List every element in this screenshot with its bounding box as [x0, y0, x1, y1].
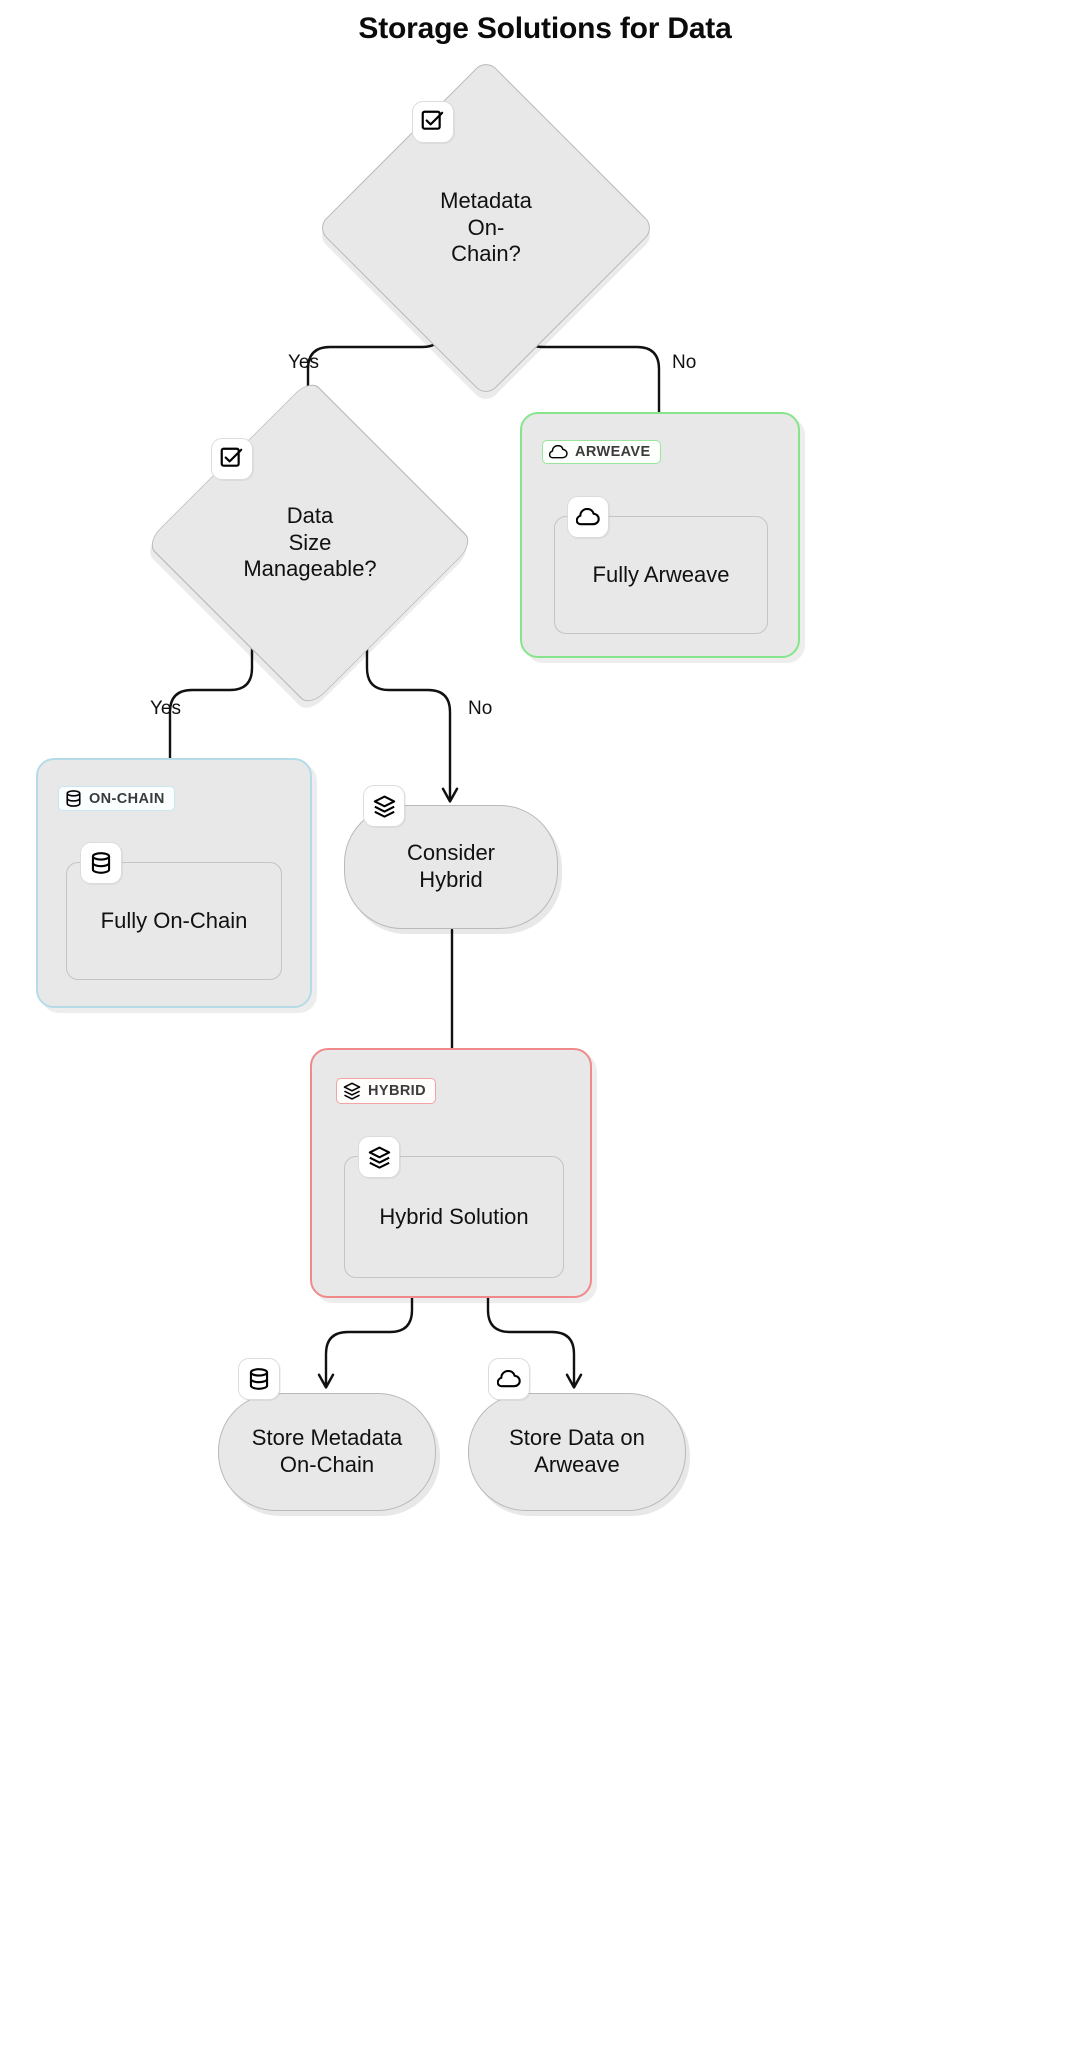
node-fully-onchain-label: Fully On-Chain: [100, 907, 248, 933]
page-title: Storage Solutions for Data: [358, 12, 732, 45]
cloud-icon: [549, 445, 568, 459]
cluster-label-onchain-text: ON-CHAIN: [89, 790, 165, 807]
node-hybrid-solution-label: Hybrid Solution: [379, 1203, 529, 1229]
edge-solution-to-data: [486, 1268, 583, 1389]
layers-icon: [358, 1136, 400, 1178]
cluster-label-hybrid: HYBRID: [336, 1078, 436, 1104]
edge-label-size-yes: Yes: [150, 698, 181, 719]
cluster-arweave: ARWEAVE Fully Arweave: [520, 412, 800, 658]
node-size-decision[interactable]: Data Size Manageable?: [145, 378, 475, 708]
edge-label-metadata-yes: Yes: [288, 352, 319, 373]
node-metadata-decision-label: Metadata On- Chain?: [440, 187, 532, 267]
checkbox-check-icon: [211, 438, 253, 480]
cluster-label-onchain: ON-CHAIN: [58, 786, 175, 811]
node-store-metadata-label: Store Metadata On-Chain: [251, 1425, 403, 1477]
node-metadata-decision[interactable]: Metadata On- Chain?: [316, 58, 656, 398]
cloud-icon: [567, 496, 609, 538]
edge-size-yes: [161, 623, 254, 861]
database-icon: [65, 790, 82, 807]
edge-size-no: [365, 623, 459, 803]
edge-label-size-no: No: [468, 698, 493, 719]
database-icon: [80, 842, 122, 884]
checkbox-check-icon: [412, 101, 454, 143]
cluster-hybrid: HYBRID Hybrid Solution: [310, 1048, 592, 1298]
node-store-data[interactable]: Store Data on Arweave: [468, 1393, 686, 1511]
node-fully-arweave-label: Fully Arweave: [592, 561, 730, 587]
database-icon: [238, 1358, 280, 1400]
node-store-metadata[interactable]: Store Metadata On-Chain: [218, 1393, 436, 1511]
layers-icon: [363, 785, 405, 827]
node-consider-hybrid-label: Consider Hybrid: [406, 840, 496, 892]
cluster-label-arweave: ARWEAVE: [542, 440, 661, 464]
cluster-label-hybrid-text: HYBRID: [368, 1083, 426, 1099]
edge-label-metadata-no: No: [672, 352, 697, 373]
node-size-decision-label: Data Size Manageable?: [243, 502, 377, 582]
cluster-onchain: ON-CHAIN Fully On-Chain: [36, 758, 312, 1008]
cloud-icon: [488, 1358, 530, 1400]
cluster-label-arweave-text: ARWEAVE: [575, 444, 651, 460]
node-store-data-label: Store Data on Arweave: [509, 1425, 645, 1477]
edge-solution-to-metadata: [317, 1268, 414, 1389]
layers-icon: [343, 1082, 361, 1100]
